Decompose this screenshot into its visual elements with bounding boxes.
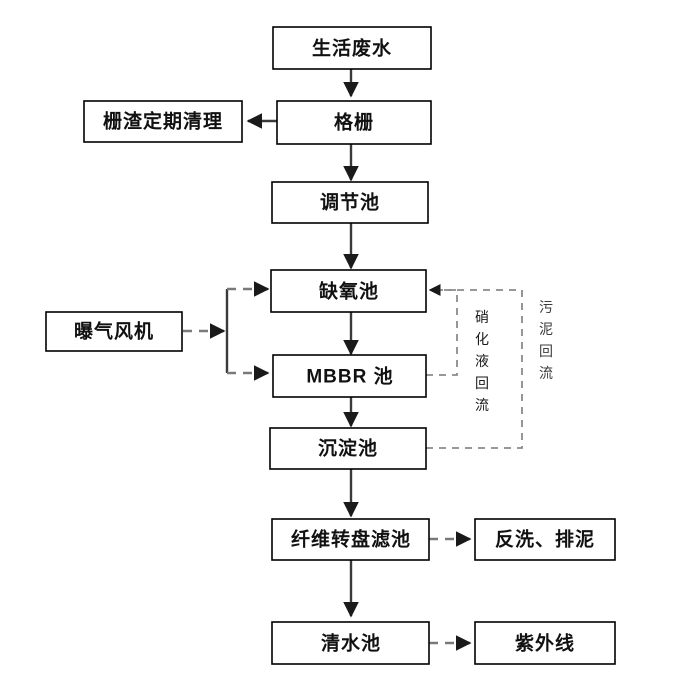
node-grille-label: 格栅	[334, 111, 374, 134]
edge-label-nitrified-char-4: 流	[475, 398, 489, 414]
node-screen-residue-label: 栅渣定期清理	[103, 110, 223, 133]
node-clear-water-tank-box	[271, 621, 430, 665]
node-disc-filter-label: 纤维转盘滤池	[291, 528, 411, 551]
node-blower[interactable]: 曝气风机	[45, 311, 183, 352]
edge-label-sludge-reflux: 污 泥 回 流	[539, 300, 553, 382]
node-screen-residue-box	[83, 100, 243, 143]
node-uv-box	[474, 621, 616, 665]
edge-nitrified-liquid-reflux	[426, 284, 458, 376]
node-regulating-tank[interactable]: 调节池	[271, 181, 429, 224]
node-mbbr-tank[interactable]: MBBR 池	[272, 354, 427, 398]
edge-label-sludge-char-3: 流	[539, 366, 553, 382]
node-uv-label: 紫外线	[515, 632, 575, 655]
node-influent-label: 生活废水	[312, 37, 392, 60]
edge-label-nitrified-char-0: 硝	[475, 310, 489, 326]
node-sedimentation-tank-box	[269, 427, 427, 470]
edge-sludge-reflux	[426, 284, 523, 449]
node-mbbr-tank-box	[272, 354, 427, 398]
node-regulating-tank-box	[271, 181, 429, 224]
edge-label-nitrified-liquid-reflux: 硝 化 液 回 流	[475, 310, 489, 414]
node-backwash[interactable]: 反洗、排泥	[474, 518, 616, 561]
node-influent[interactable]: 生活废水	[272, 26, 432, 70]
edge-label-nitrified-char-2: 液	[475, 354, 489, 370]
node-sedimentation-tank[interactable]: 沉淀池	[269, 427, 427, 470]
node-grille[interactable]: 格栅	[276, 100, 432, 145]
node-screen-residue[interactable]: 栅渣定期清理	[83, 100, 243, 143]
node-grille-box	[276, 100, 432, 145]
node-disc-filter[interactable]: 纤维转盘滤池	[271, 518, 430, 561]
node-anoxic-tank-box	[270, 269, 427, 313]
edge-label-nitrified-char-3: 回	[475, 376, 489, 392]
node-clear-water-tank-label: 清水池	[321, 632, 381, 655]
node-influent-box	[272, 26, 432, 70]
node-mbbr-tank-label: MBBR 池	[306, 365, 393, 388]
node-backwash-box	[474, 518, 616, 561]
node-anoxic-tank-label: 缺氧池	[319, 280, 379, 303]
node-uv[interactable]: 紫外线	[474, 621, 616, 665]
node-sedimentation-tank-label: 沉淀池	[318, 437, 378, 460]
node-blower-label: 曝气风机	[74, 320, 154, 343]
node-anoxic-tank[interactable]: 缺氧池	[270, 269, 427, 313]
edge-label-sludge-char-0: 污	[539, 300, 553, 316]
edge-label-sludge-char-2: 回	[539, 344, 553, 360]
node-backwash-label: 反洗、排泥	[495, 528, 595, 551]
node-regulating-tank-label: 调节池	[320, 191, 380, 214]
edge-label-sludge-char-1: 泥	[539, 322, 553, 338]
node-clear-water-tank[interactable]: 清水池	[271, 621, 430, 665]
node-disc-filter-box	[271, 518, 430, 561]
edge-label-nitrified-char-1: 化	[475, 332, 489, 348]
node-blower-box	[45, 311, 183, 352]
